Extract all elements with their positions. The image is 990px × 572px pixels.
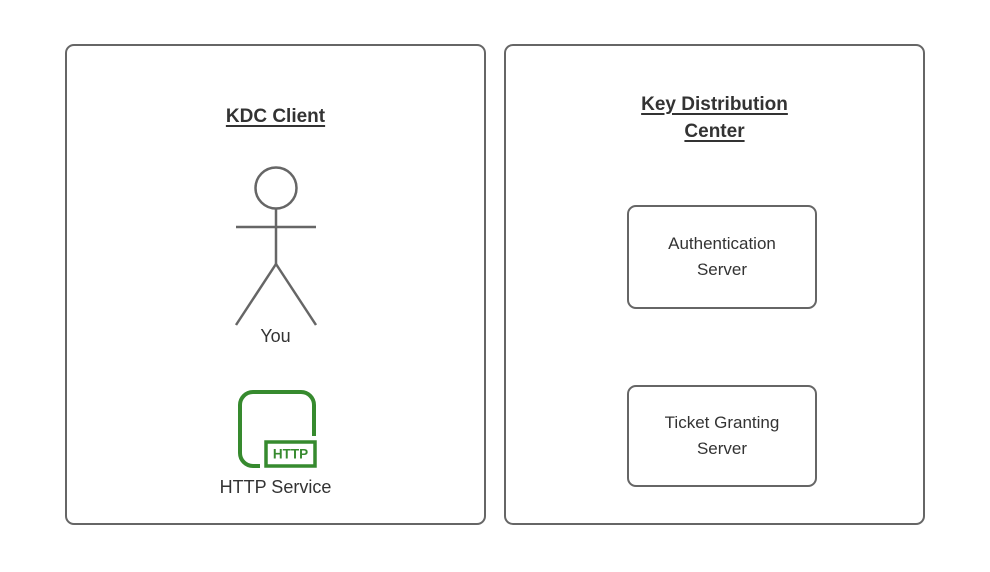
actor-left-leg [234,263,278,326]
ticket-granting-server-box: Ticket Granting Server [627,385,817,487]
actor-right-leg [274,263,318,326]
ticket-granting-server-label: Ticket Granting Server [664,413,780,458]
key-distribution-center-panel: Key Distribution Center Authentication S… [504,44,925,525]
actor-label: You [260,326,291,346]
http-service-icon: HTTP [238,390,318,470]
authentication-server-label: Authentication Server [668,234,776,279]
http-badge-label: HTTP [273,447,308,462]
http-badge-frame [264,440,317,468]
actor-head [254,166,298,210]
authentication-server-box: Authentication Server [627,205,817,309]
actor-icon [234,166,318,326]
kdc-client-panel: KDC Client You HTTP HTTP Service [65,44,486,525]
http-service-label: HTTP Service [219,477,332,497]
kdc-client-title: KDC Client [225,106,326,127]
key-distribution-center-title: Key Distribution Center [641,94,788,142]
